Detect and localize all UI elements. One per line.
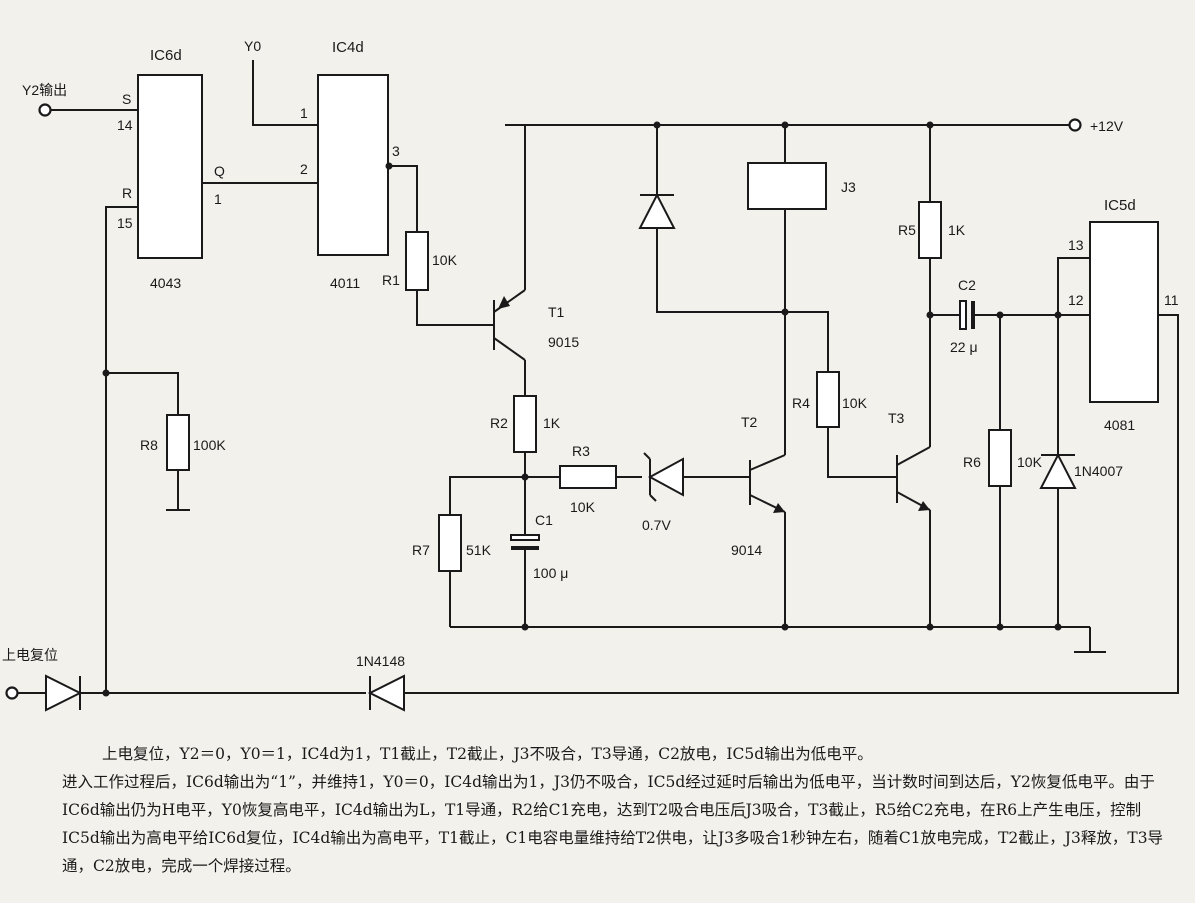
flyback-diode [638, 125, 785, 313]
ic4d-pin-1: 1 [300, 105, 308, 121]
ic4d-label: IC4d [332, 39, 364, 56]
resistor-r6: R6 10K [963, 315, 1043, 627]
ic5d-label: IC5d [1104, 197, 1136, 214]
reset-path: 上电复位 1N4148 [2, 647, 418, 712]
zener-value: 0.7V [642, 517, 671, 533]
ic4d-nand: Y0 IC4d 4011 1 2 3 [244, 38, 418, 291]
ic4d-pin-3: 3 [392, 143, 400, 159]
c2-label: C2 [958, 277, 976, 293]
circuit-schematic: Y2输出 IC6d 4043 S 14 R 15 Q 1 R8 100K Y0 … [2, 38, 1179, 712]
description-paragraph-2: 进入工作过程后，IC6d输出为“1”，并维持1，Y0＝0，IC4d输出为1，J3… [62, 773, 1164, 875]
ic5d-box [1089, 221, 1159, 403]
circuit-description: 上电复位，Y2＝0，Y0＝1，IC4d为1，T1截止，T2截止，J3不吸合，T3… [62, 740, 1172, 880]
ic6d-part: 4043 [150, 275, 181, 291]
r1-value: 10K [432, 252, 458, 268]
r7-value: 51K [466, 542, 492, 558]
t2-part: 9014 [731, 542, 762, 558]
relay-j3: J3 [747, 125, 856, 455]
r3-label: R3 [572, 443, 590, 459]
ic6d-pin-q: Q [214, 163, 225, 179]
diode-1n4148 [367, 674, 405, 712]
t3-label: T3 [888, 410, 905, 426]
t2-label: T2 [741, 414, 758, 430]
r2-value: 1K [543, 415, 561, 431]
vcc-rail: +12V [505, 118, 1124, 134]
capacitor-c2: C2 22 μ [930, 277, 1090, 355]
reset-label: 上电复位 [2, 647, 58, 663]
ic6d-latch: Y2输出 IC6d 4043 S 14 R 15 Q 1 [22, 47, 318, 693]
vcc-terminal [1068, 118, 1082, 132]
vcc-label: +12V [1090, 118, 1124, 134]
diode-1n4007: 1N4007 [1039, 257, 1123, 627]
ic6d-box [137, 74, 203, 259]
r3-value: 10K [570, 499, 596, 515]
r4-label: R4 [792, 395, 810, 411]
r2-label: R2 [490, 415, 508, 431]
ic6d-pin-1: 1 [214, 191, 222, 207]
reset-terminal [5, 686, 19, 700]
ic6d-pin-r: R [122, 185, 132, 201]
r1-label: R1 [382, 272, 400, 288]
ic5d-pin-13: 13 [1068, 237, 1084, 253]
ic6d-pin-14: 14 [117, 117, 133, 133]
transistor-t2: T2 9014 [731, 414, 786, 627]
ic5d-and: IC5d 4081 13 12 11 [418, 197, 1179, 694]
r4-value: 10K [842, 395, 868, 411]
r6-label: R6 [963, 454, 981, 470]
ic6d-pin-s: S [122, 91, 131, 107]
resistor-r2: R2 1K [490, 395, 561, 535]
ic4d-pin-2: 2 [300, 161, 308, 177]
ic5d-pin-12: 12 [1068, 292, 1084, 308]
resistor-r4: R4 10K [785, 311, 897, 478]
y0-label: Y0 [244, 38, 261, 54]
r6-value: 10K [1017, 454, 1043, 470]
ic4d-part: 4011 [330, 275, 360, 291]
t1-label: T1 [548, 304, 565, 320]
d-1n4007-label: 1N4007 [1074, 463, 1123, 479]
r5-value: 1K [948, 222, 966, 238]
y2-output-terminal [38, 103, 52, 117]
zener-diode: 0.7V [642, 452, 750, 533]
capacitor-c1: C1 100 μ [510, 512, 568, 627]
c2-value: 22 μ [950, 339, 978, 355]
j3-label: J3 [841, 179, 856, 195]
resistor-r5: R5 1K [898, 125, 966, 319]
resistor-r1: R1 10K [382, 231, 494, 326]
transistor-t3: T3 [888, 258, 931, 627]
resistor-r7: R7 51K [412, 476, 525, 627]
ic6d-label: IC6d [150, 47, 182, 64]
ground-bus [450, 623, 1106, 653]
ic6d-pin-15: 15 [117, 215, 133, 231]
r7-label: R7 [412, 542, 430, 558]
ic5d-pin-11: 11 [1164, 292, 1179, 308]
y2-output-label: Y2输出 [22, 82, 67, 98]
r5-label: R5 [898, 222, 916, 238]
resistor-r3: R3 10K [525, 443, 642, 515]
relay-j3-coil [747, 162, 827, 210]
resistor-r8: R8 100K [102, 369, 226, 511]
d-1n4148-label: 1N4148 [356, 653, 405, 669]
r8-value: 100K [193, 437, 226, 453]
description-paragraph-1: 上电复位，Y2＝0，Y0＝1，IC4d为1，T1截止，T2截止，J3不吸合，T3… [102, 745, 873, 763]
c1-value: 100 μ [533, 565, 568, 581]
t1-part: 9015 [548, 334, 579, 350]
r8-label: R8 [140, 437, 158, 453]
c1-label: C1 [535, 512, 553, 528]
transistor-t1: T1 9015 [493, 125, 579, 396]
ic5d-part: 4081 [1104, 417, 1135, 433]
ic4d-box [317, 74, 389, 256]
